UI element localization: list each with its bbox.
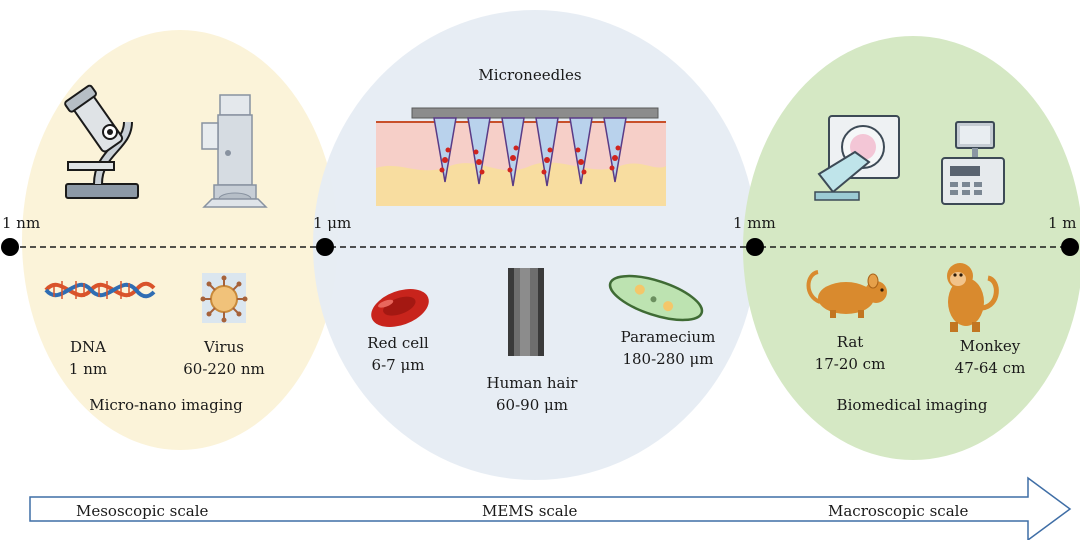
virus-label: Virus 60-220 nm <box>172 338 276 379</box>
monkey-icon <box>947 263 999 332</box>
human-hair-icon <box>508 268 544 356</box>
paramecium-label: Paramecium 180-280 μm <box>608 328 728 369</box>
rat-label: Rat 17-20 cm <box>802 333 898 374</box>
rat-icon <box>806 270 887 318</box>
mesoscopic-scale-label: Mesoscopic scale <box>76 502 209 520</box>
scale-dot-um <box>316 238 334 256</box>
virus-size: 60-220 nm <box>183 360 265 378</box>
human-hair-name: Human hair <box>486 374 578 392</box>
virus-name: Virus <box>204 338 244 356</box>
monkey-name: Monkey <box>959 337 1021 355</box>
red-blood-cell-icon <box>371 289 429 327</box>
dna-size: 1 nm <box>68 360 108 378</box>
monkey-label: Monkey 47-64 cm <box>940 337 1040 378</box>
macroscopic-scale-label: Macroscopic scale <box>828 502 969 520</box>
dna-helix-icon <box>44 281 156 299</box>
electron-microscope-icon <box>201 94 268 208</box>
paramecium-icon <box>608 274 704 322</box>
scale-label-m: 1 m <box>1048 214 1077 232</box>
microscope-icon <box>64 84 139 199</box>
mems-scale-label: MEMS scale <box>482 502 578 520</box>
scale-label-nm: 1 nm <box>2 214 41 232</box>
paramecium-size: 180-280 μm <box>622 350 714 368</box>
red-cell-size: 6-7 μm <box>371 356 425 374</box>
rat-size: 17-20 cm <box>814 355 886 373</box>
scale-dot-mm <box>746 238 764 256</box>
red-cell-name: Red cell <box>367 334 429 352</box>
scale-label-mm: 1 mm <box>733 214 776 232</box>
scale-arrow <box>29 476 1072 540</box>
microneedles-title: Microneedles <box>478 66 582 84</box>
micro-nano-region <box>22 30 338 450</box>
red-cell-label: Red cell 6-7 μm <box>356 334 440 375</box>
paramecium-name: Paramecium <box>620 328 716 346</box>
biomedical-region <box>743 36 1080 460</box>
virus-icon <box>200 273 248 323</box>
ct-scanner-icon <box>814 115 900 201</box>
scale-dot-nm <box>1 238 19 256</box>
monkey-size: 47-64 cm <box>954 359 1026 377</box>
scale-dot-m <box>1061 238 1079 256</box>
micro-nano-title: Micro-nano imaging <box>89 396 243 414</box>
human-hair-label: Human hair 60-90 μm <box>474 374 590 415</box>
microneedle-patch-icon <box>376 107 666 206</box>
rat-name: Rat <box>836 333 864 351</box>
dna-name: DNA <box>70 338 106 356</box>
scale-label-um: 1 μm <box>313 214 352 232</box>
human-hair-size: 60-90 μm <box>496 396 568 414</box>
dna-label: DNA 1 nm <box>60 338 116 379</box>
biomedical-title: Biomedical imaging <box>836 396 988 414</box>
imaging-console-icon <box>941 121 1005 205</box>
